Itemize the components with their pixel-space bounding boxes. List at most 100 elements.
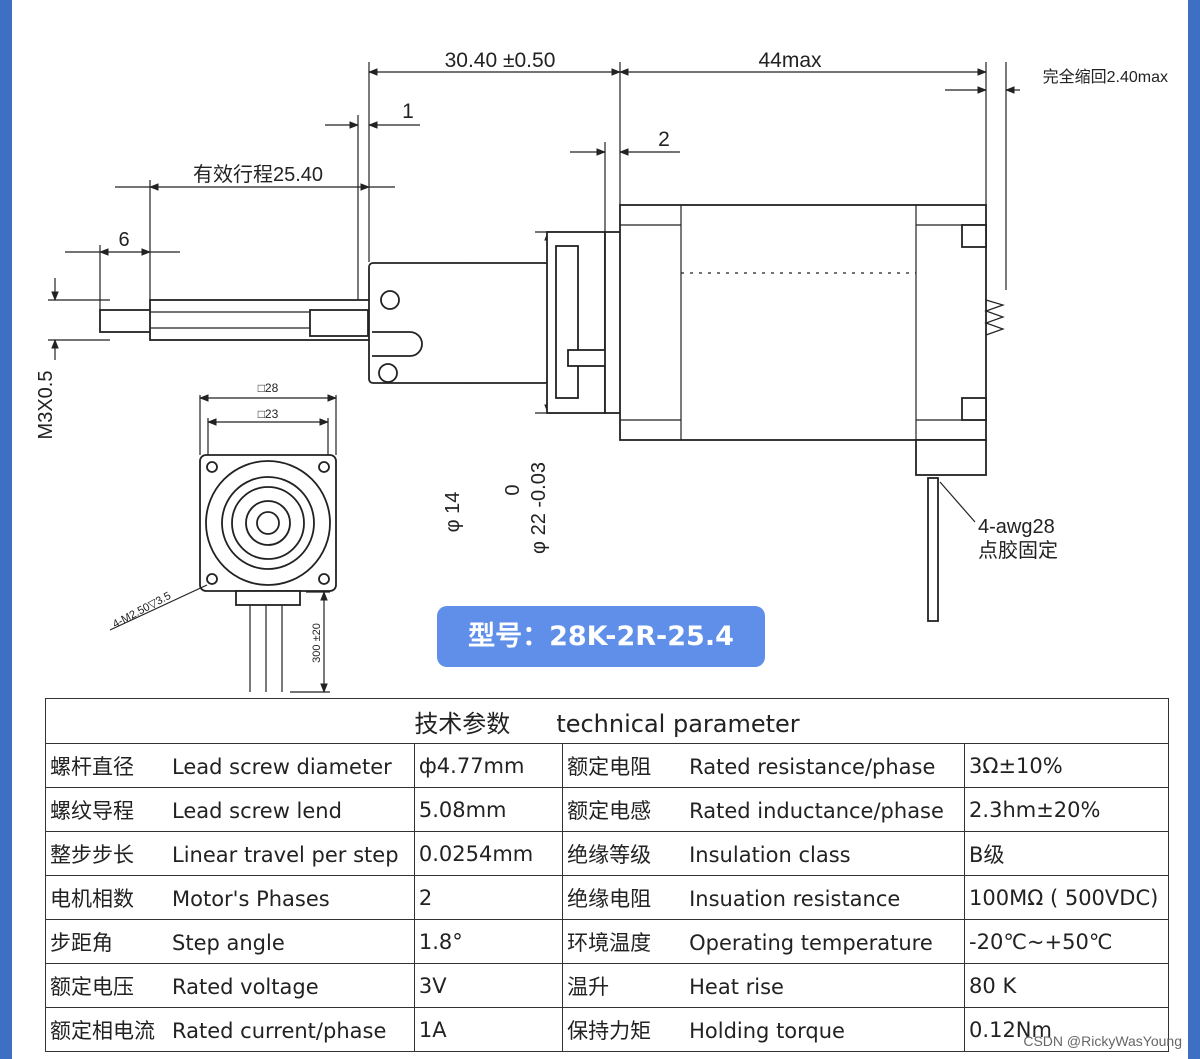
dim-screw-tip: 6 [118,229,129,251]
right-blue-band [1188,0,1200,1059]
wire-note-glue: 点胶固定 [978,539,1058,562]
left-blue-band [0,0,12,1059]
param-value: 2 [418,885,433,910]
nut-boss [368,262,550,384]
param-name-en: Heat rise [689,974,784,999]
param-cell: 绝缘电阻 Insuation resistance [562,875,966,920]
param-value: 1.8° [418,929,463,954]
value-cell: 0.0254mm [413,831,564,876]
param-value: 100MΩ ( 500VDC) [969,885,1159,910]
param-value: 3V [418,973,447,998]
dimension-lines [48,62,1020,414]
table-title-en: technical parameter [556,709,800,738]
param-name-zh: 额定电阻 [567,754,652,779]
dim-offset-2: 2 [658,128,670,151]
value-cell: 1A [413,1007,564,1052]
dim-motor-length: 44max [758,49,822,72]
flange [546,231,622,414]
lead-screw [99,299,373,341]
param-name-en: Rated voltage [172,974,319,999]
spec-table: 技术参数 technical parameter 螺杆直径 Lead screw d… [45,698,1169,1052]
table-title-row: 技术参数 technical parameter [45,698,1169,744]
source-credit: CSDN @RickyWasYoung [1023,1033,1182,1049]
param-name-en: Motor's Phases [172,886,330,911]
param-cell: 绝缘等级 Insulation class [562,831,966,876]
dim-effective-travel: 有效行程25.40 [193,163,323,186]
param-value: -20℃~+50℃ [969,929,1113,954]
value-cell: 3Ω±10% [964,743,1169,788]
param-name-zh: 螺纹导程 [50,798,134,823]
param-value: 0.0254mm [418,841,534,866]
param-cell: 环境温度 Operating temperature [562,919,966,964]
table-row: 整步步长 Linear travel per step 0.0254mm 绝缘等级 In… [45,831,1169,876]
param-cell: 螺杆直径 Lead screw diameter [45,743,415,788]
table-title: 技术参数 technical parameter [45,698,1169,744]
table-title-zh: 技术参数 [414,709,511,738]
dim-thread: M3X0.5 [35,371,57,440]
param-name-en: Linear travel per step [172,842,399,867]
value-cell: -20℃~+50℃ [964,919,1169,964]
param-name-en: Insuation resistance [689,886,901,911]
value-cell: 2.3hm±20% [964,787,1169,832]
param-name-zh: 绝缘等级 [567,842,652,867]
table-row: 电机相数 Motor's Phases 2 绝缘电阻 Insuation resista… [45,875,1169,920]
param-name-en: Lead screw lend [172,798,342,823]
dim-retracted: 完全缩回2.40max [1043,68,1168,86]
param-name-zh: 额定电感 [567,798,652,823]
dim-overall-extension: 30.40 ±0.50 [445,49,556,72]
param-cell: 额定电压 Rated voltage [45,963,415,1008]
value-cell: 2 [413,875,564,920]
param-value: 80 K [969,973,1017,998]
dim-boss-diameter: φ 14 [442,492,464,533]
param-cell: 额定电感 Rated inductance/phase [562,787,966,832]
param-value: 5.08mm [418,797,507,822]
param-name-zh: 螺杆直径 [50,754,134,779]
param-cell: 螺纹导程 Lead screw lend [45,787,415,832]
dim-mount-holes: 4-M2.50▽3.5 [111,590,173,631]
value-cell: ф4.77mm [413,743,564,788]
technical-drawing: 30.40 ±0.50 44max 完全缩回2.40max 1 2 有效行程25… [35,49,1168,693]
front-view [109,394,337,693]
value-cell: 0.12Nm [964,1007,1169,1052]
param-name-en: Step angle [172,930,285,955]
table-row: 螺纹导程 Lead screw lend 5.08mm 额定电感 Rated induc… [45,787,1169,832]
value-cell: 80 K [964,963,1169,1008]
param-name-en: Holding torque [689,1018,845,1043]
param-value: 3Ω±10% [969,753,1063,778]
param-name-zh: 环境温度 [567,930,652,955]
value-cell: 3V [413,963,564,1008]
param-name-en: Rated current/phase [172,1018,387,1043]
param-cell: 整步步长 Linear travel per step [45,831,415,876]
param-name-zh: 绝缘电阻 [567,886,652,911]
value-cell: 5.08mm [413,787,564,832]
param-cell: 保持力矩 Holding torque [562,1007,966,1052]
model-badge: 型号：28K-2R-25.4 [437,606,765,667]
wire-note-gauge: 4-awg28 [978,516,1055,538]
param-name-en: Rated inductance/phase [689,798,944,823]
dim-square-inner: □23 [258,407,279,421]
dim-flange-tolerance: 0 [502,484,524,495]
param-name-zh: 电机相数 [50,886,134,911]
dim-lead-length: 300 ±20 [311,623,323,663]
dim-square-outer: □28 [258,381,279,395]
param-name-en: Operating temperature [689,930,933,955]
param-value: ф4.77mm [418,753,525,778]
param-name-zh: 额定电压 [50,974,134,999]
dim-offset-1: 1 [402,100,414,123]
dim-flange-diameter: φ 22 -0.03 [528,462,550,554]
param-value: 0.12Nm [969,1017,1052,1042]
param-name-zh: 整步步长 [50,842,134,867]
param-name-en: Insulation class [689,842,851,867]
param-cell: 电机相数 Motor's Phases [45,875,415,920]
param-name-en: Lead screw diameter [172,754,392,779]
value-cell: 100MΩ ( 500VDC) [964,875,1169,920]
param-name-zh: 保持力矩 [567,1018,652,1043]
